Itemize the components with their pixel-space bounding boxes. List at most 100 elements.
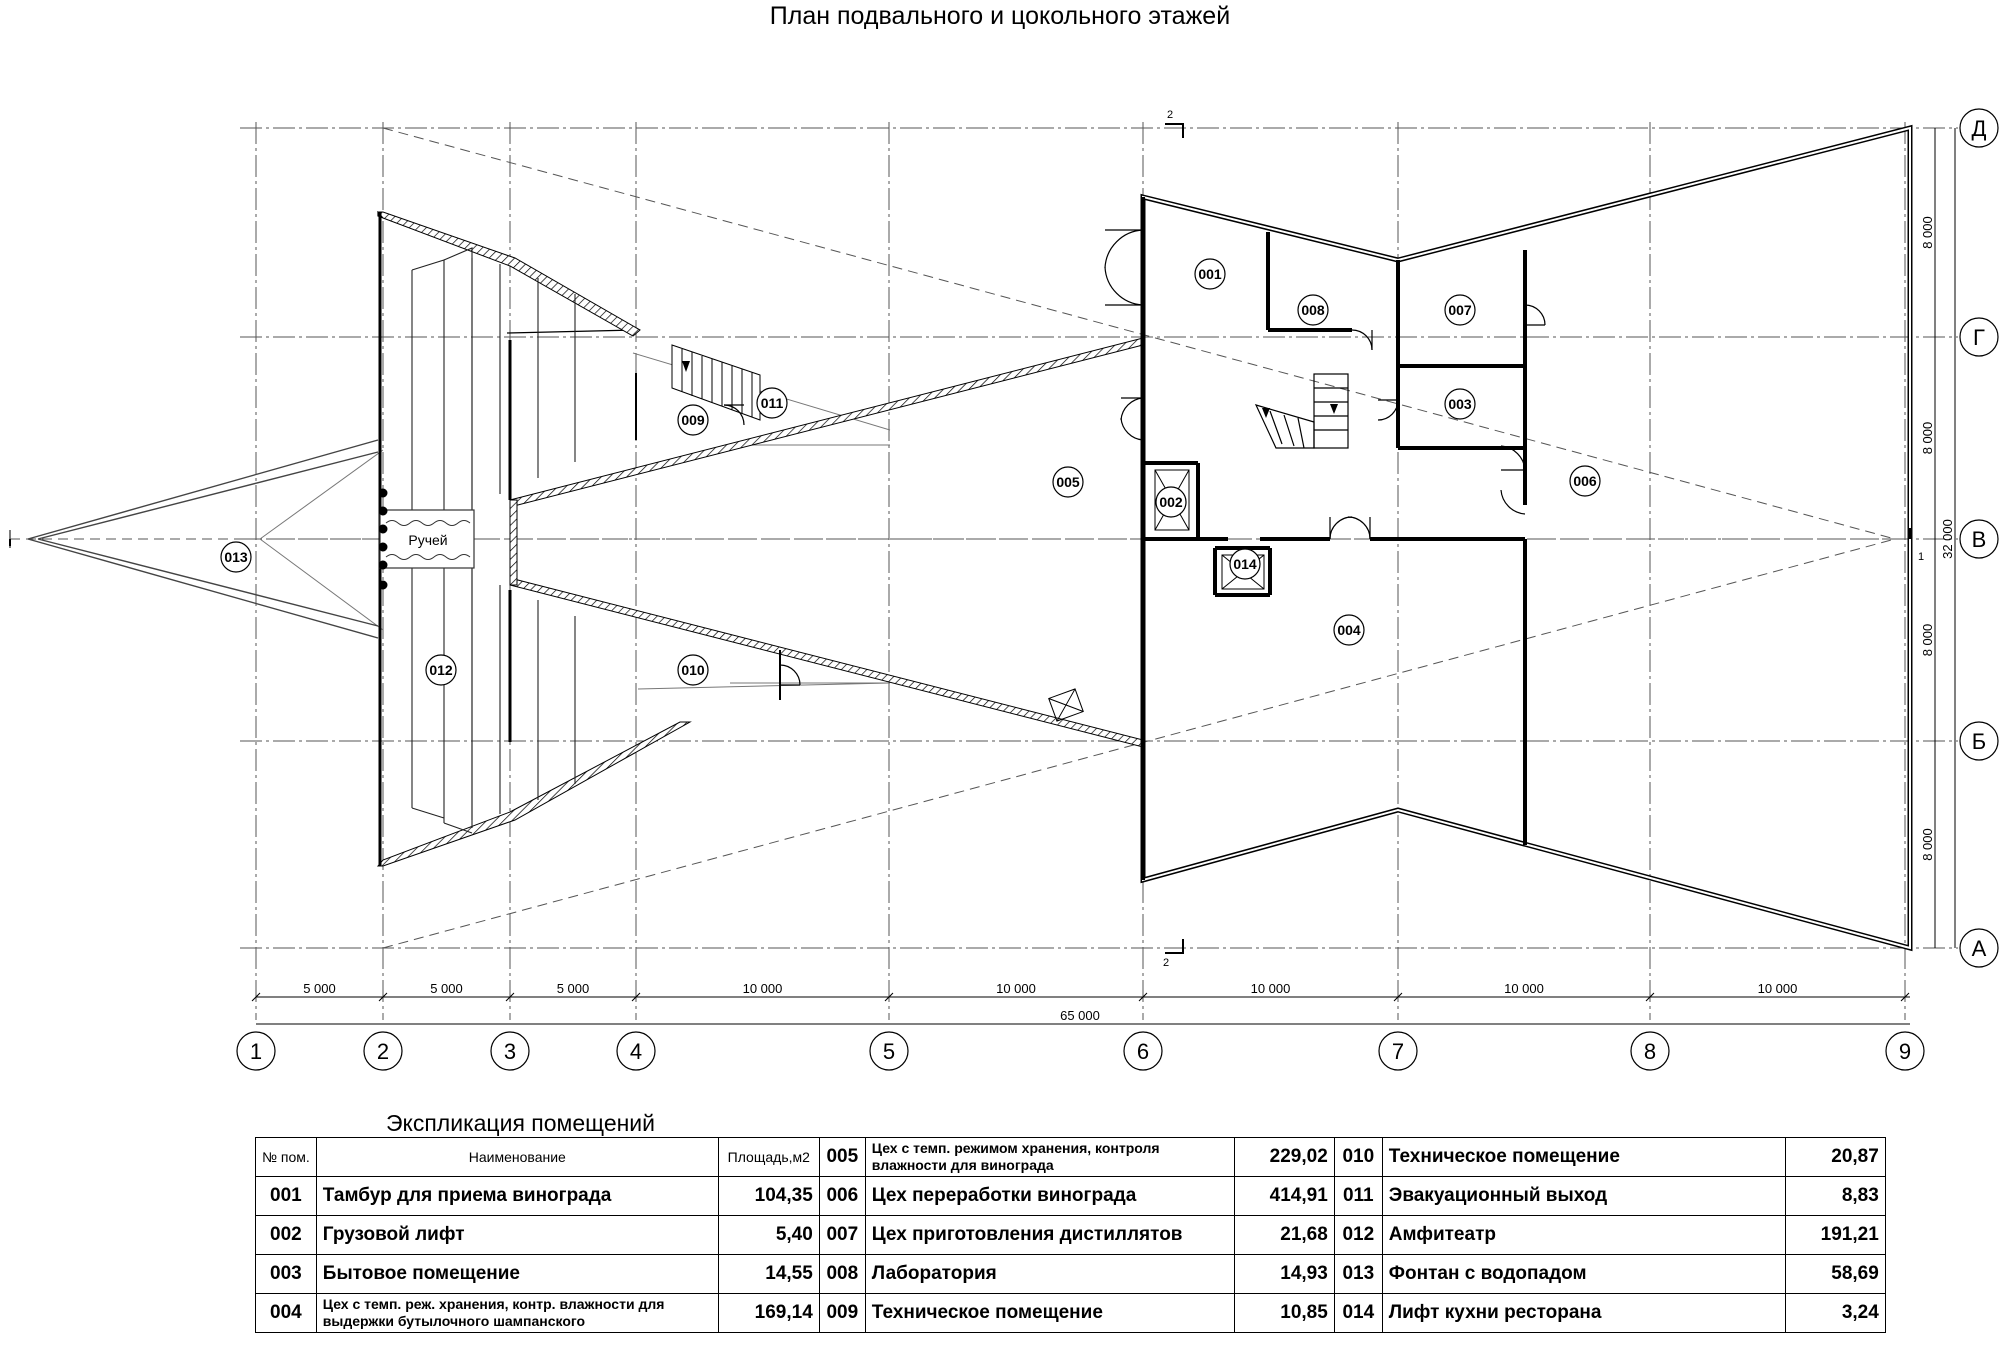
room-area-004: 169,14 (717, 1293, 820, 1333)
room-num-003: 003 (255, 1254, 317, 1294)
axis-label: Б (1972, 729, 1986, 754)
axis-bubble-9: 9 (1885, 1031, 1925, 1071)
dimension-right: 8 000 (1920, 828, 1935, 861)
room-name-009: Техническое помещение (864, 1293, 1235, 1333)
room-name-011: Эвакуационный выход (1381, 1176, 1786, 1216)
axis-label: 9 (1899, 1039, 1911, 1064)
axis-label: Г (1973, 325, 1985, 350)
room-label-011: 011 (756, 387, 788, 419)
room-name-007: Цех приготовления дистиллятов (864, 1215, 1235, 1255)
axis-markers: 1 2 3 4 5 6 7 8 9 Д Г В Б А (236, 108, 1999, 1071)
room-label-005: 005 (1052, 466, 1084, 498)
room-num-011: 011 (1333, 1176, 1383, 1216)
axis-label: 8 (1644, 1039, 1656, 1064)
grid-lines-horizontal (240, 127, 1958, 949)
room-name-013: Фонтан с водопадом (1381, 1254, 1786, 1294)
room-area-009: 10,85 (1233, 1293, 1335, 1333)
room-name-002: Грузовой лифт (315, 1215, 719, 1255)
room-area-005: 229,02 (1233, 1137, 1335, 1177)
room-area-014: 3,24 (1784, 1293, 1886, 1333)
room-label-014: 014 (1229, 548, 1261, 580)
room-number: 005 (1056, 474, 1080, 490)
axis-bubble-1: 1 (236, 1031, 276, 1071)
dimension-right: 8 000 (1920, 624, 1935, 657)
wedge-tip-wall (509, 499, 518, 586)
room-label-009: 009 (677, 404, 709, 436)
amphitheatre-upper-wall-hatch (376, 211, 641, 337)
axis-label: Д (1972, 116, 1987, 141)
section-mark-right: 1 (1918, 551, 1924, 563)
room-label-007: 007 (1444, 294, 1476, 326)
axis-bubble-5: 5 (869, 1031, 909, 1071)
room-area-006: 414,91 (1233, 1176, 1335, 1216)
room-number: 007 (1448, 302, 1472, 318)
room-number: 001 (1198, 266, 1222, 282)
room-area-010: 20,87 (1784, 1137, 1886, 1177)
room-area-007: 21,68 (1233, 1215, 1335, 1255)
stream-label: Ручей (408, 532, 447, 548)
evacuation-stair (671, 344, 761, 421)
dimension-bottom: 10 000 (996, 981, 1036, 996)
axis-label: 1 (250, 1039, 262, 1064)
construction-lines (10, 127, 1905, 949)
room-num-014: 014 (1333, 1293, 1383, 1333)
axis-bubble-6: 6 (1123, 1031, 1163, 1071)
floor-plan: Ручей (9, 108, 1999, 1071)
room-label-003: 003 (1444, 388, 1476, 420)
axis-label: 7 (1392, 1039, 1404, 1064)
stream: Ручей (379, 509, 475, 569)
room-area-001: 104,35 (717, 1176, 820, 1216)
axis-label: А (1972, 936, 1987, 961)
dimension-texts: 5 000 5 000 5 000 10 000 10 000 10 000 10 000 1… (251, 216, 1955, 1023)
dimension-bottom: 10 000 (743, 981, 783, 996)
drawing-title: План подвального и цокольного этажей (769, 2, 1231, 30)
room-label-013: 013 (220, 541, 252, 573)
room-num-006: 006 (818, 1176, 866, 1216)
room-name-008: Лаборатория (864, 1254, 1235, 1294)
room-name-004: Цех с темп. реж. хранения, контр. влажно… (315, 1293, 719, 1333)
section-cut-marks (9, 123, 1911, 954)
axis-bubble-В: В (1959, 519, 1999, 559)
room-num-013: 013 (1333, 1254, 1383, 1294)
section-mark-bottom: 2 (1163, 957, 1169, 969)
axis-bubble-3: 3 (490, 1031, 530, 1071)
room-num-002: 002 (255, 1215, 317, 1255)
room-label-006: 006 (1569, 465, 1601, 497)
axis-label: 2 (377, 1039, 389, 1064)
room-name-010: Техническое помещение (1381, 1137, 1786, 1177)
room-num-010: 010 (1333, 1137, 1383, 1177)
room-label-004: 004 (1333, 614, 1365, 646)
room-num-012: 012 (1333, 1215, 1383, 1255)
axis-label: 5 (883, 1039, 895, 1064)
axis-label: 4 (630, 1039, 642, 1064)
room-area-011: 8,83 (1784, 1176, 1886, 1216)
dimension-bottom: 10 000 (1251, 981, 1291, 996)
room-label-002: 002 (1155, 486, 1187, 518)
dimension-bottom: 5 000 (303, 981, 336, 996)
dimension-bottom: 5 000 (430, 981, 463, 996)
explication-title: Экспликация помещений (386, 1110, 656, 1136)
room-number: 003 (1448, 396, 1472, 412)
room-number: 006 (1573, 473, 1597, 489)
room-number: 010 (681, 662, 705, 678)
room-label-008: 008 (1297, 294, 1329, 326)
dimension-bottom: 10 000 (1504, 981, 1544, 996)
axis-bubble-Г: Г (1959, 317, 1999, 357)
room-number: 009 (681, 412, 705, 428)
dimension-bottom: 5 000 (557, 981, 590, 996)
room-name-003: Бытовое помещение (315, 1254, 719, 1294)
axis-bubble-А: А (1959, 928, 1999, 968)
room-name-012: Амфитеатр (1381, 1215, 1786, 1255)
dimension-bottom: 10 000 (1758, 981, 1798, 996)
axis-bubble-7: 7 (1378, 1031, 1418, 1071)
axis-bubble-4: 4 (616, 1031, 656, 1071)
room-area-003: 14,55 (717, 1254, 820, 1294)
amphitheatre-lower-wall-hatch (376, 721, 692, 867)
